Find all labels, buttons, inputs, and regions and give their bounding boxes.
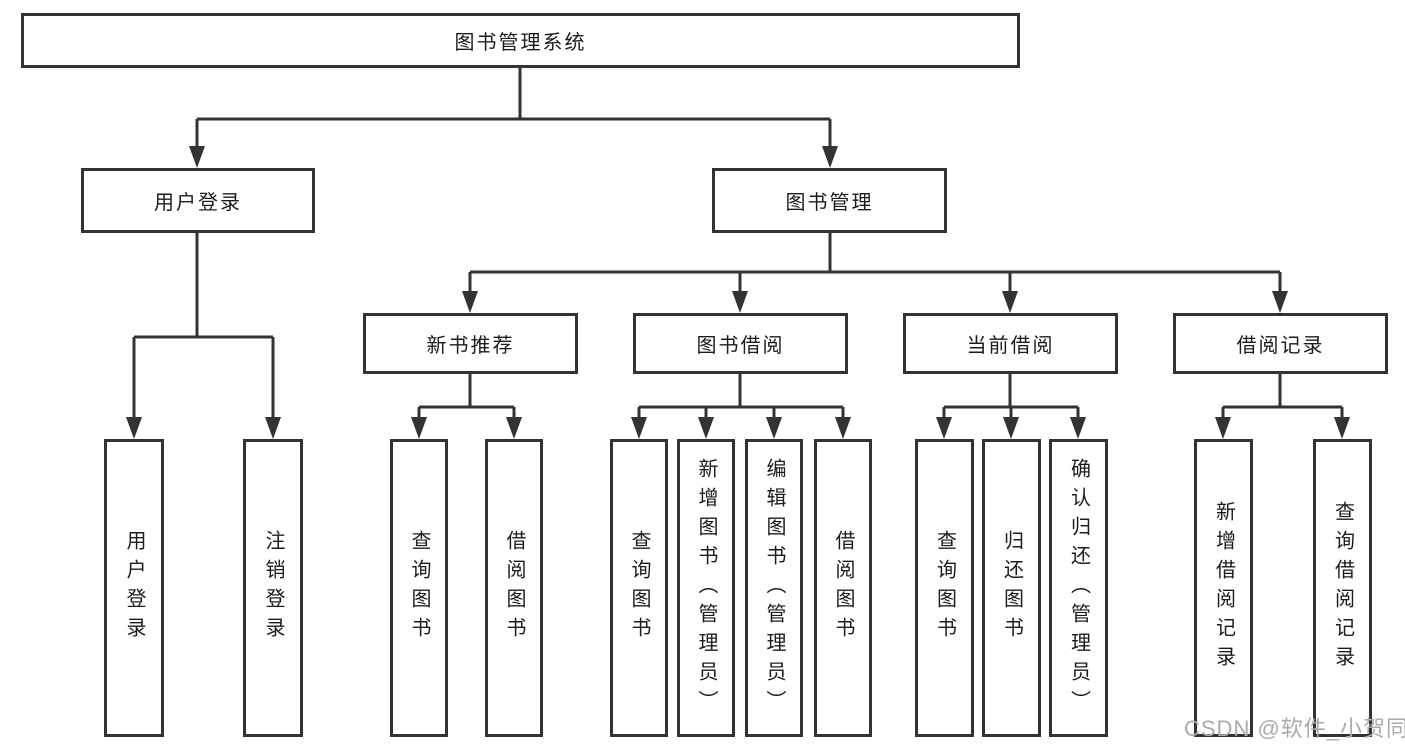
leaf-bb-query-book: 查询图书 (610, 439, 668, 737)
leaf-bb-edit-book-admin: 编辑图书（管理员） (745, 439, 803, 737)
leaf-cb-query-book: 查询图书 (915, 439, 974, 737)
node-book-management: 图书管理 (712, 168, 947, 233)
leaf-cb-return-book: 归还图书 (982, 439, 1041, 737)
leaf-bb-borrow-book: 借阅图书 (814, 439, 872, 737)
node-book-borrow: 图书借阅 (633, 313, 848, 374)
node-current-borrow: 当前借阅 (903, 313, 1118, 374)
leaf-user-login: 用户登录 (104, 439, 164, 737)
leaf-bb-add-book-admin: 新增图书（管理员） (677, 439, 735, 737)
leaf-nbr-borrow-book: 借阅图书 (485, 439, 543, 737)
node-new-book-recommend: 新书推荐 (363, 313, 578, 374)
leaf-br-query-record: 查询借阅记录 (1313, 439, 1372, 737)
leaf-nbr-query-book: 查询图书 (390, 439, 448, 737)
node-root: 图书管理系统 (21, 13, 1020, 68)
node-user-login: 用户登录 (81, 168, 315, 233)
leaf-br-add-record: 新增借阅记录 (1194, 439, 1253, 737)
csdn-watermark: CSDN @软件_小贺同学 (1184, 716, 1405, 741)
leaf-logout: 注销登录 (243, 439, 303, 737)
node-borrow-records: 借阅记录 (1173, 313, 1388, 374)
leaf-cb-confirm-return-admin: 确认归还（管理员） (1049, 439, 1108, 737)
